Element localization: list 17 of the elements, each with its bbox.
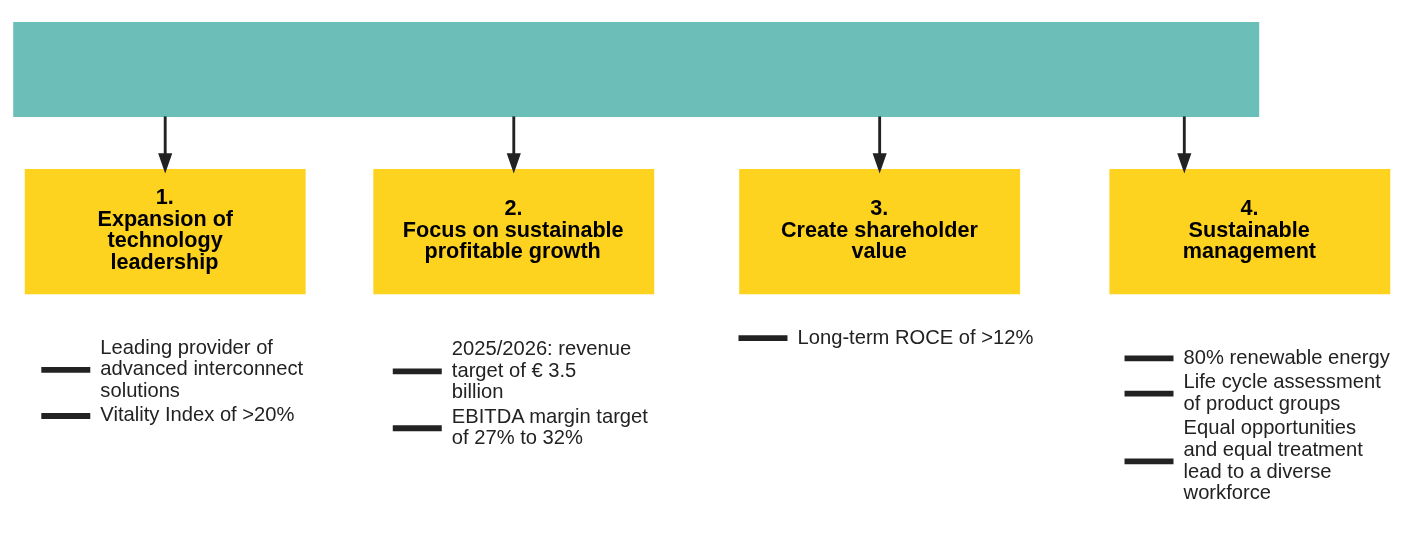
- arrow: [506, 115, 521, 174]
- arrow: [1177, 115, 1192, 174]
- node-box: 1. Expansion of technology leadership: [24, 168, 306, 294]
- arrow: [872, 115, 887, 174]
- node-label: Life cycle assessment of product groups: [1183, 369, 1381, 414]
- node-box: 3. Create shareholder value: [739, 168, 1021, 294]
- node-box: [13, 21, 1260, 117]
- node-label: Long-term ROCE of >12%: [797, 325, 1034, 348]
- node-label: Vitality Index of >20%: [100, 402, 295, 425]
- node-label: EBITDA margin target of 27% to 32%: [451, 404, 648, 448]
- node-label: 2025/2026: revenue target of € 3.5 billion: [451, 336, 632, 402]
- node-label: 80% renewable energy: [1183, 345, 1390, 368]
- node-label: Equal opportunities and equal treatment lead to a diverse workforce: [1183, 415, 1363, 503]
- arrow: [158, 115, 173, 174]
- node-box: 4. Sustainable management: [1109, 168, 1391, 294]
- node-box: 2. Focus on sustainable profitable growth: [373, 168, 655, 294]
- node-label: Leading provider of advanced interconnect solutions: [100, 335, 304, 401]
